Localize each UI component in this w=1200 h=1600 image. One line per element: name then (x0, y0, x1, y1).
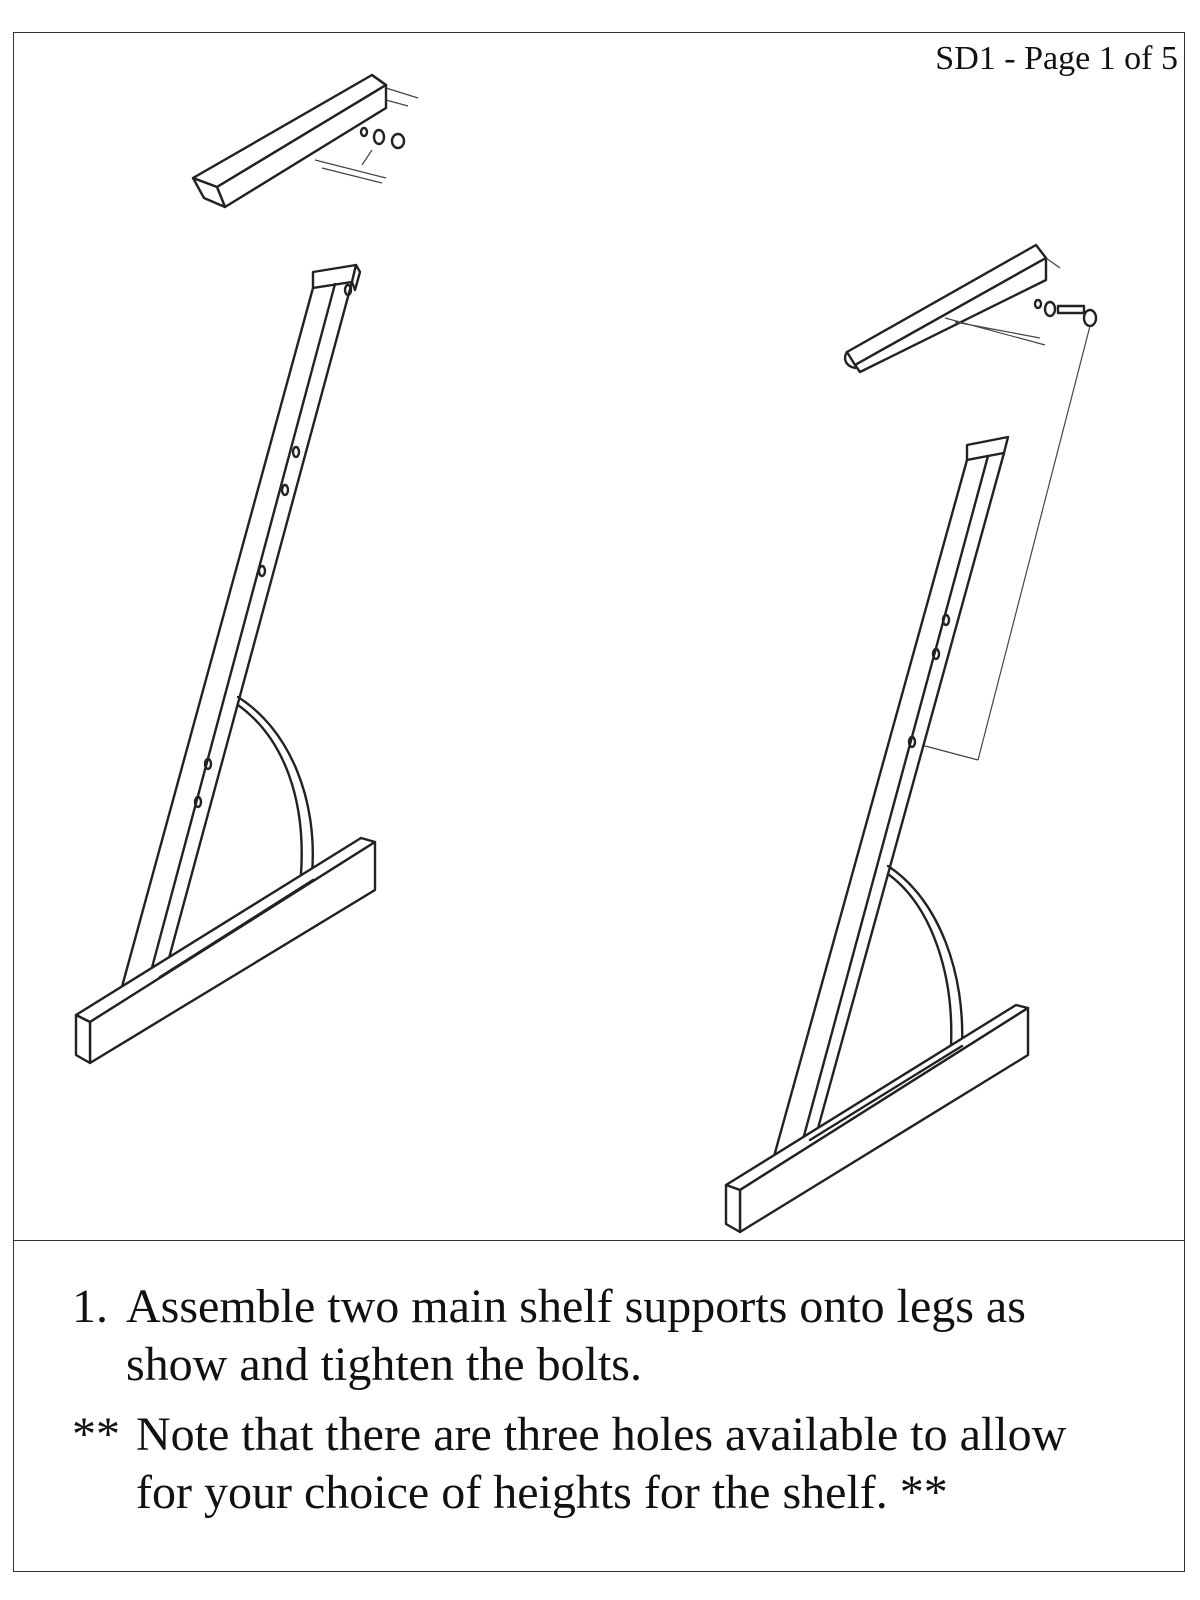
note-prefix: ** (72, 1408, 120, 1461)
left-bolt-hardware (359, 126, 406, 166)
step-text-line-1: Assemble two main shelf supports onto le… (126, 1280, 1026, 1333)
page-border (13, 32, 1185, 1572)
note-text-line-1: Note that there are three holes availabl… (136, 1408, 1067, 1461)
right-leg (724, 435, 1030, 1234)
left-shelf-support (191, 73, 419, 209)
page-number-label: SD1 - Page 1 of 5 (935, 40, 1178, 77)
note-text: Note that there are three holes availabl… (136, 1406, 1172, 1522)
right-bolt-hardware (909, 298, 1098, 761)
note-text-line-2: for your choice of heights for the shelf… (136, 1466, 948, 1519)
right-shelf-support (843, 243, 1061, 374)
left-leg (74, 263, 377, 1065)
step-1: 1. Assemble two main shelf supports onto… (72, 1278, 1172, 1394)
step-number: 1. (72, 1280, 108, 1333)
section-divider (13, 1240, 1185, 1241)
step-text: Assemble two main shelf supports onto le… (126, 1278, 1172, 1394)
assembly-illustration (74, 73, 1098, 1234)
instructions-block: 1. Assemble two main shelf supports onto… (72, 1278, 1172, 1522)
step-text-line-2: show and tighten the bolts. (126, 1338, 642, 1391)
height-note: ** Note that there are three holes avail… (72, 1406, 1172, 1522)
